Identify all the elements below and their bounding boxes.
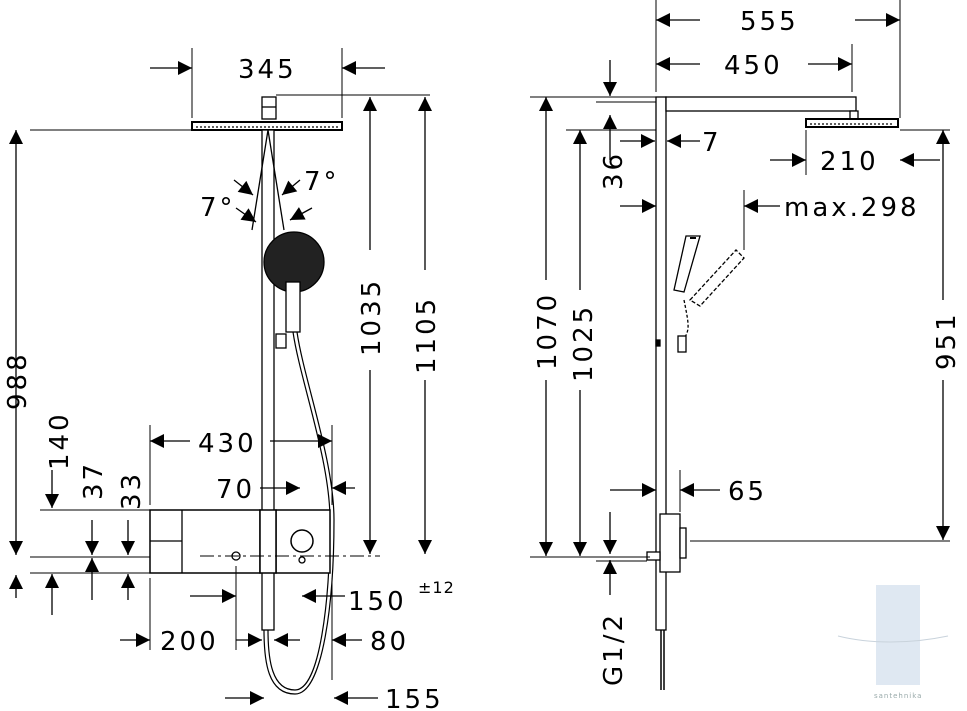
side-hand-shower xyxy=(673,235,701,293)
dim-150: 150 xyxy=(348,587,407,617)
dim-555: 555 xyxy=(740,7,799,37)
dim-angle-right: 7° xyxy=(304,167,340,197)
hand-shower-handle xyxy=(285,281,301,333)
dim-200: 200 xyxy=(160,627,219,657)
dim-angle-left: 7° xyxy=(200,193,236,223)
side-overhead-head xyxy=(805,118,899,128)
dim-1105: 1105 xyxy=(412,296,442,374)
dim-36: 36 xyxy=(599,151,629,190)
front-view xyxy=(9,48,432,705)
dim-155: 155 xyxy=(385,685,444,711)
dim-1035: 1035 xyxy=(357,278,387,356)
thermostat-knob-icon xyxy=(290,529,314,553)
dim-70: 70 xyxy=(216,475,255,505)
overhead-shower-head xyxy=(191,121,343,131)
dim-80: 80 xyxy=(370,627,409,657)
dim-951: 951 xyxy=(932,311,962,370)
dim-430: 430 xyxy=(198,429,257,459)
shower-arm-joint xyxy=(261,96,277,120)
dim-65: 65 xyxy=(728,477,767,507)
dim-140: 140 xyxy=(45,411,75,470)
dim-7: 7 xyxy=(702,128,722,158)
dim-max-298: max.298 xyxy=(784,193,920,223)
dim-450: 450 xyxy=(724,51,783,81)
dim-1025: 1025 xyxy=(569,304,599,382)
watermark: santehnika xyxy=(837,585,949,700)
shower-hose xyxy=(267,331,331,691)
side-view xyxy=(530,0,950,690)
dim-210: 210 xyxy=(820,147,879,177)
shower-arm xyxy=(665,96,857,112)
dim-g12: G1/2 xyxy=(599,612,629,686)
dim-tolerance: ±12 xyxy=(418,578,455,597)
watermark-text: santehnika xyxy=(874,692,922,700)
dim-345: 345 xyxy=(238,55,297,85)
dim-988: 988 xyxy=(3,351,33,410)
side-thermostat xyxy=(659,513,681,573)
dim-1070: 1070 xyxy=(533,292,563,370)
dim-37: 37 xyxy=(79,461,109,500)
dimension-labels: 345 7° 7° 1035 1105 988 140 37 33 430 70… xyxy=(3,7,962,711)
dim-33: 33 xyxy=(117,471,147,510)
